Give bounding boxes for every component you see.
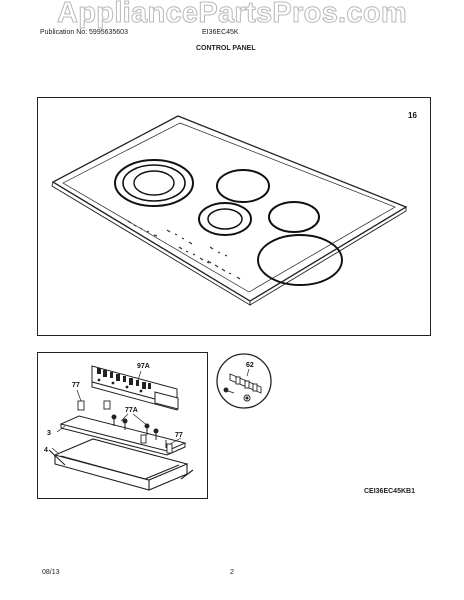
callout-3: 3 (47, 430, 51, 437)
screws (111, 414, 167, 448)
callout-leaders (51, 370, 182, 455)
footer-page-number: 2 (230, 569, 234, 576)
control-housing (48, 438, 194, 491)
glass-cooktop (51, 115, 408, 306)
burner-back-right (268, 201, 320, 233)
burner-large-left (114, 159, 194, 207)
callout-77-right: 77 (175, 432, 183, 439)
callout-4: 4 (44, 447, 48, 454)
watermark-logo: AppliancePartsPros.com (57, 0, 408, 30)
connector-bracket (229, 373, 262, 394)
callout-77a: 77A (125, 407, 138, 414)
wire-clip (223, 387, 251, 402)
cooktop-diagram: 16 (51, 111, 417, 306)
cooktop-diagram-panel: 16 (37, 97, 431, 336)
burner-back-center (216, 169, 270, 203)
diagram-page-number: 16 (408, 111, 417, 120)
detail-62-circle: 62 (216, 353, 272, 409)
callout-62: 62 (246, 362, 254, 369)
control-assembly-diagram: 97A 77 77A 3 77 4 (44, 363, 194, 491)
burner-front-center (198, 202, 252, 236)
footer-date: 08/13 (42, 569, 60, 576)
callout-97a: 97A (137, 363, 150, 370)
callout-77-left: 77 (72, 382, 80, 389)
burner-front-right (257, 234, 343, 286)
control-assembly-panel: 97A 77 77A 3 77 4 (37, 352, 208, 499)
figure-code: CEI36EC45KB1 (364, 488, 415, 495)
touch-control-markings (127, 220, 241, 280)
publication-number: Publication No: 5995635603 (40, 29, 128, 36)
mounting-bracket (59, 415, 187, 456)
section-title: CONTROL PANEL (196, 45, 256, 52)
model-number: EI36EC45K (202, 29, 239, 36)
control-board-components (97, 368, 151, 393)
control-board (91, 365, 179, 411)
